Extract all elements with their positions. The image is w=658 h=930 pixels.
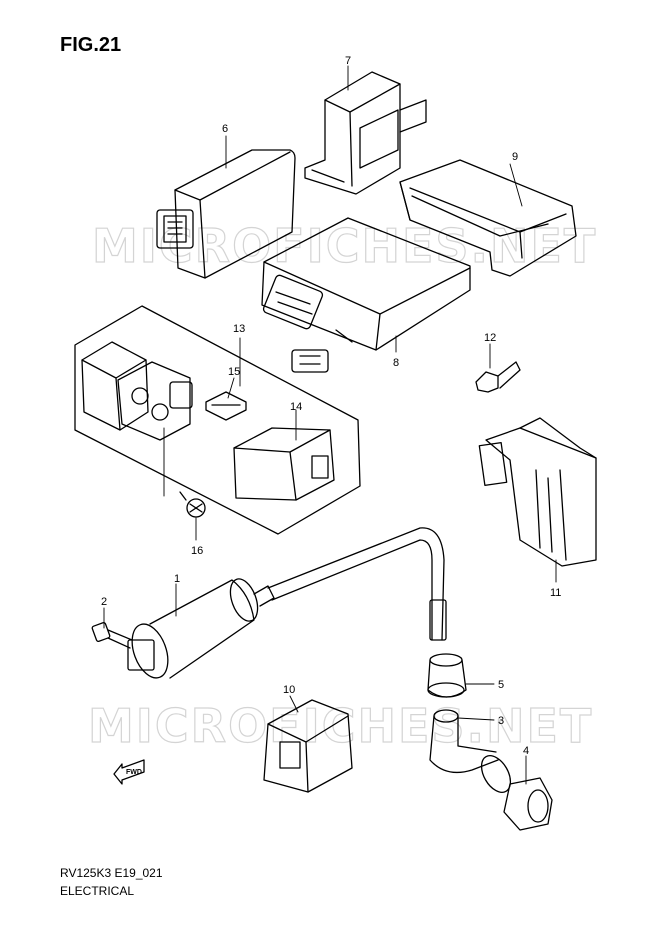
figure-title: FIG.21 bbox=[60, 34, 122, 56]
callout-10: 10 bbox=[283, 684, 295, 696]
section-title: ELECTRICAL bbox=[60, 884, 135, 898]
callout-3: 3 bbox=[498, 715, 504, 727]
part-13-group-outline bbox=[74, 305, 361, 535]
part-13-relay-block bbox=[81, 341, 193, 441]
callout-15: 15 bbox=[228, 366, 240, 378]
callout-14: 14 bbox=[290, 401, 302, 413]
callout-12: 12 bbox=[484, 332, 496, 344]
model-code: RV125K3 E19_021 bbox=[60, 866, 163, 880]
part-3-plug-cap bbox=[429, 709, 512, 793]
part-16-screw bbox=[179, 491, 206, 518]
callout-11: 11 bbox=[550, 587, 561, 599]
callout-2: 2 bbox=[101, 596, 107, 608]
callout-5: 5 bbox=[498, 679, 504, 691]
part-2-bolt bbox=[91, 622, 133, 649]
part-5-cap bbox=[427, 653, 467, 698]
part-10-connector bbox=[263, 699, 353, 793]
part-8-ecm bbox=[261, 217, 471, 373]
fwd-label: FWD bbox=[126, 769, 142, 776]
callout-4: 4 bbox=[523, 745, 529, 757]
callout-13: 13 bbox=[233, 323, 245, 335]
callout-leader-lines bbox=[103, 65, 557, 785]
part-7-bracket bbox=[304, 71, 427, 195]
callout-16: 16 bbox=[191, 545, 203, 557]
fwd-direction-arrow bbox=[113, 759, 145, 785]
part-11-regulator bbox=[478, 417, 597, 567]
callout-6: 6 bbox=[222, 123, 228, 135]
part-14-fuse-cover bbox=[233, 427, 335, 501]
part-1-ignition-coil bbox=[127, 527, 447, 679]
part-9-cover bbox=[399, 159, 577, 277]
callout-9: 9 bbox=[512, 151, 518, 163]
part-12-bolt bbox=[475, 361, 521, 393]
watermark-bottom: MICROFICHES.NET bbox=[88, 699, 593, 753]
part-4-boot bbox=[503, 777, 553, 831]
part-15-fuse bbox=[205, 391, 247, 421]
part-6-cdi-unit bbox=[156, 149, 296, 279]
callout-1: 1 bbox=[174, 573, 180, 585]
callout-8: 8 bbox=[393, 357, 399, 369]
callout-7: 7 bbox=[345, 55, 351, 67]
